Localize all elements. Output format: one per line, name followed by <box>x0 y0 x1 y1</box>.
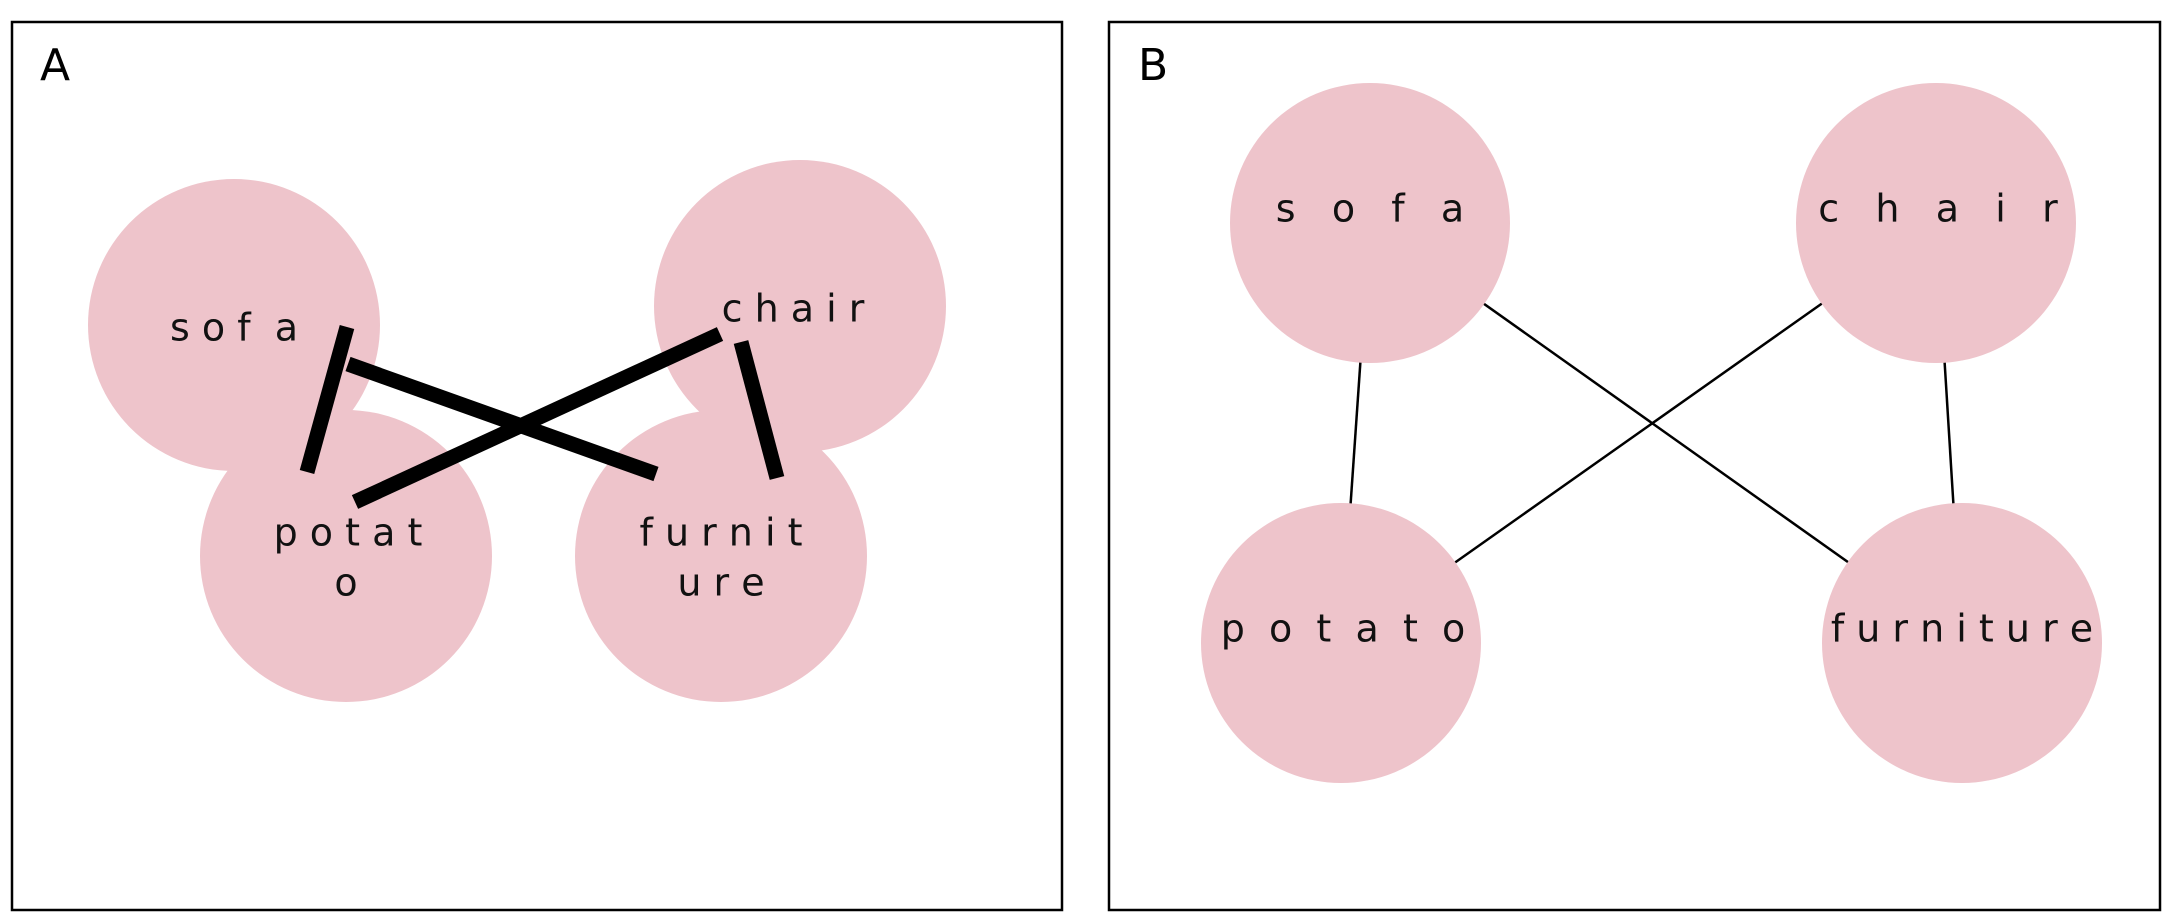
node-label: s o f a <box>1276 187 1464 231</box>
node-circle <box>1796 83 2076 363</box>
node-label: u r e <box>677 561 764 605</box>
node-circle <box>1230 83 1510 363</box>
panel-b: B s o f a c h a i r p o t a t o f u r n … <box>1107 20 2162 912</box>
panel-a-node-chair: c h a i r <box>654 160 946 452</box>
panel-b-label: B <box>1138 40 1168 91</box>
panel-b-node-potato: p o t a t o <box>1201 503 1481 783</box>
node-circle <box>654 160 946 452</box>
node-label: s o f a <box>170 306 298 350</box>
panel-a-label: A <box>40 40 70 91</box>
panel-a-node-furniture: f u r n i t u r e <box>575 410 867 702</box>
node-circle <box>1822 503 2102 783</box>
node-circle <box>575 410 867 702</box>
edge-chair-potato <box>351 327 724 509</box>
node-label: p o t a t o <box>1221 607 1466 651</box>
panel-b-node-furniture: f u r n i t u r e <box>1822 503 2102 783</box>
panel-a-node-sofa: s o f a <box>88 179 380 471</box>
node-circle <box>88 179 380 471</box>
edge-sofa-potato <box>299 325 355 474</box>
panel-b-node-sofa: s o f a <box>1230 83 1510 363</box>
panel-a-node-potato: p o t a t o <box>200 410 492 702</box>
panel-b-frame <box>1107 20 2162 912</box>
node-label: c h a i r <box>1818 187 2058 231</box>
node-label: p o t a t <box>274 511 423 555</box>
edge-sofa-furniture <box>345 356 659 482</box>
panel-a: A s o f a c h a i r p o t a t o f u r n … <box>10 20 1064 912</box>
edge-chair-furniture <box>733 340 785 480</box>
panel-b-node-chair: c h a i r <box>1796 83 2076 363</box>
node-label: f u r n i t u r e <box>1831 607 2093 651</box>
node-circle <box>200 410 492 702</box>
panel-a-edges <box>299 325 785 509</box>
node-label: o <box>334 561 357 605</box>
panel-a-frame <box>10 20 1064 912</box>
node-circle <box>1201 503 1481 783</box>
node-label: f u r n i t <box>639 511 802 555</box>
node-label: c h a i r <box>722 287 865 331</box>
